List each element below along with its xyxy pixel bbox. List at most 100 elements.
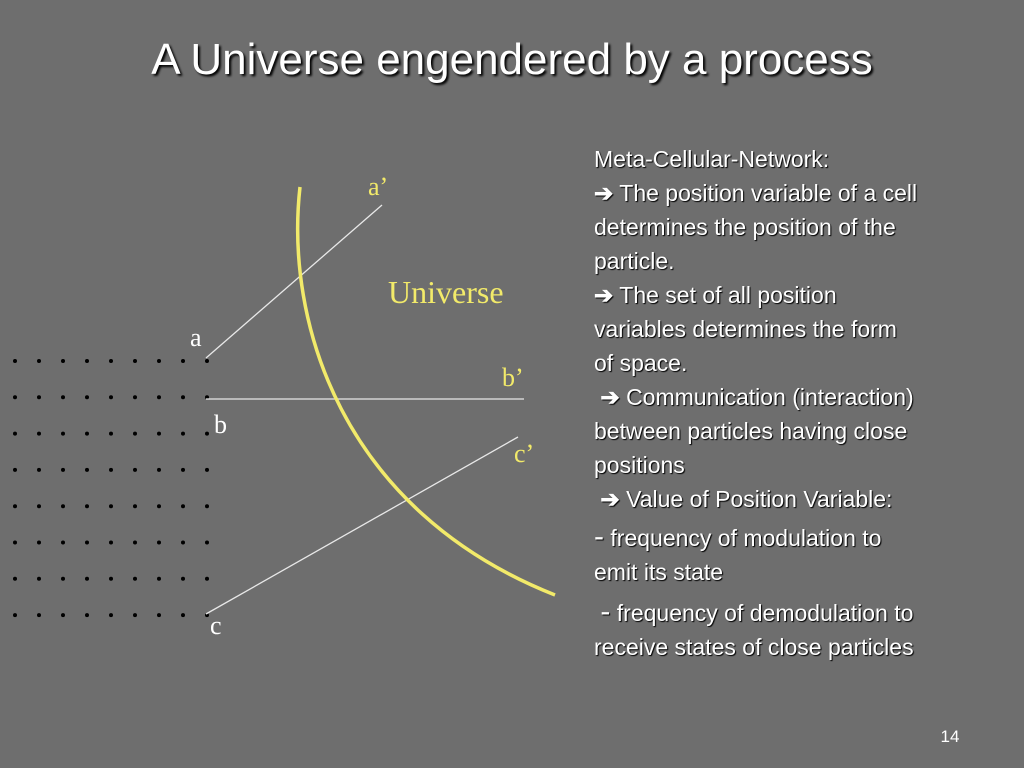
cell-dot [85, 613, 89, 618]
cell-dot [37, 467, 41, 472]
cell-dot [13, 613, 17, 618]
cell-dot [205, 431, 209, 436]
label-b-prime: b’ [502, 363, 524, 392]
cell-dot [85, 395, 89, 400]
cell-dot [205, 540, 209, 545]
cell-dot [37, 504, 41, 509]
bullet-item-2: ➔ The set of all position variables dete… [594, 278, 1014, 380]
right-arrow-icon: ➔ [600, 486, 620, 512]
bullet-line: between particles having close [594, 418, 908, 444]
cell-dot [61, 613, 65, 618]
cell-dot [37, 395, 41, 400]
bullet-item-4: ➔ Value of Position Variable: [594, 482, 1014, 516]
bullet-line: variables determines the form [594, 316, 897, 342]
cell-dot [181, 359, 185, 363]
cell-dot [157, 467, 161, 472]
bullet-item-3: ➔ Communication (interaction) between pa… [594, 380, 1014, 482]
cell-dot [109, 467, 113, 472]
cell-dot [133, 540, 137, 545]
cell-dot [181, 431, 185, 436]
cell-dot [37, 613, 41, 618]
cell-dot [205, 576, 209, 581]
cell-dot [133, 576, 137, 581]
label-c: c [210, 611, 222, 640]
bullet-line: particle. [594, 248, 675, 274]
line-a-to-a-prime [205, 204, 383, 359]
cell-dot [61, 395, 65, 400]
cell-dot [157, 613, 161, 618]
cell-dot [181, 576, 185, 581]
cell-dot [13, 431, 17, 436]
cell-dot [85, 467, 89, 472]
cell-dot [13, 504, 17, 509]
cell-dot [181, 540, 185, 545]
sub-item-line: receive states of close particles [594, 634, 914, 660]
universe-boundary-arc [296, 186, 556, 597]
cell-dot [205, 359, 209, 363]
cell-dot [85, 431, 89, 436]
bullet-line: Communication (interaction) [626, 384, 914, 410]
right-arrow-icon: ➔ [594, 180, 614, 206]
cell-dot [13, 576, 17, 581]
cell-dot [157, 576, 161, 581]
cell-dot [109, 359, 113, 363]
cell-dot [157, 504, 161, 509]
slide-title: A Universe engendered by a process [151, 35, 873, 84]
cell-dot [109, 613, 113, 618]
cell-dot [133, 613, 137, 618]
cell-dot [157, 431, 161, 436]
cell-dot [181, 613, 185, 618]
line-c-to-c-prime [205, 436, 519, 615]
label-c-prime: c’ [514, 439, 534, 468]
cell-dot [85, 540, 89, 545]
cell-dot [61, 540, 65, 545]
cell-dot [37, 431, 41, 436]
cell-dot [109, 395, 113, 400]
cell-dot [133, 467, 137, 472]
cell-dot [157, 395, 161, 400]
cell-dot [37, 540, 41, 545]
cell-dot [133, 359, 137, 363]
cell-dot [109, 504, 113, 509]
cell-dot [205, 613, 209, 618]
cell-dot [181, 395, 185, 400]
label-universe: Universe [388, 274, 504, 310]
cell-dot [157, 540, 161, 545]
bullet-line: positions [594, 452, 685, 478]
cell-dot [37, 359, 41, 363]
cell-dot [37, 576, 41, 581]
cell-dot [61, 431, 65, 436]
bullet-line: The set of all position [619, 282, 837, 308]
dash-bullet-icon: - [600, 595, 611, 628]
cell-dot [61, 504, 65, 509]
label-a: a [190, 323, 202, 352]
cell-dot [109, 576, 113, 581]
dash-bullet-icon: - [594, 520, 604, 553]
cell-dot [205, 467, 209, 472]
bullet-line: Value of Position Variable: [626, 486, 893, 512]
cell-dot [13, 467, 17, 472]
cell-dot [133, 431, 137, 436]
cell-dot [13, 395, 17, 400]
cell-dot-grid [13, 359, 209, 618]
cell-dot [13, 359, 17, 363]
cell-dot [109, 431, 113, 436]
cell-dot [133, 504, 137, 509]
cell-dot [133, 395, 137, 400]
description-text-block: Meta-Cellular-Network: ➔ The position va… [594, 142, 1014, 664]
cell-dot [61, 359, 65, 363]
page-number: 14 [940, 727, 960, 746]
bullet-line: The position variable of a cell [619, 180, 918, 206]
cell-dot [13, 540, 17, 545]
sub-item-2: - frequency of demodulation to receive s… [594, 595, 1014, 664]
right-arrow-icon: ➔ [594, 282, 614, 308]
cell-dot [85, 504, 89, 509]
cell-dot [85, 576, 89, 581]
bullet-line: determines the position of the [594, 214, 896, 240]
text-heading: Meta-Cellular-Network: [594, 146, 830, 172]
cell-dot [109, 540, 113, 545]
bullet-item-1: ➔ The position variable of a cell determ… [594, 176, 1014, 278]
sub-item-line: frequency of modulation to [610, 525, 882, 551]
cell-dot [181, 504, 185, 509]
